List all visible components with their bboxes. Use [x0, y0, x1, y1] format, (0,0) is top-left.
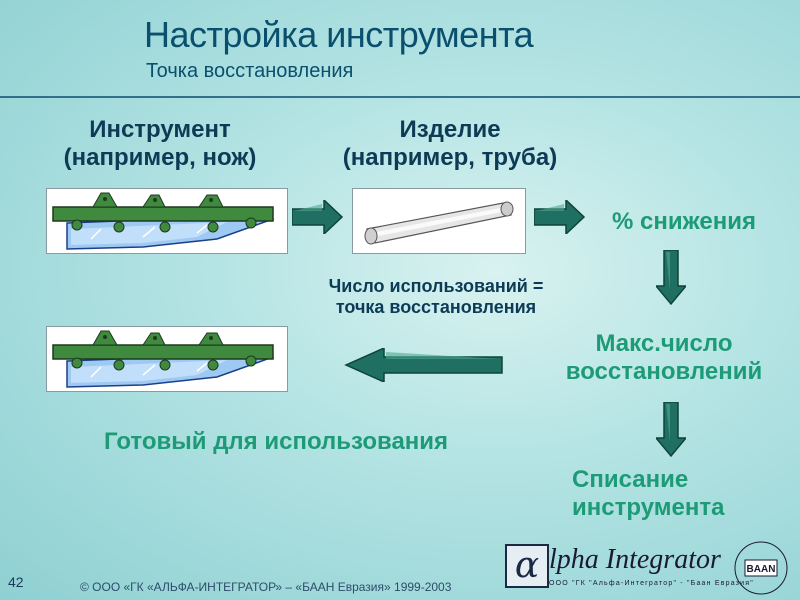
slide-subtitle: Точка восстановления: [146, 60, 354, 82]
tool-label: Инструмент (например, нож): [63, 116, 257, 172]
alpha-symbol-icon: α: [505, 544, 549, 588]
slide-title: Настройка инструмента: [144, 14, 534, 55]
ready-label: Готовый для использования: [103, 428, 449, 455]
baan-mark: BAAN: [747, 564, 776, 575]
product-label: Изделие (например, труба): [342, 116, 558, 172]
max-restore-label: Макс.число восстановлений: [565, 330, 763, 386]
arrow-left-icon: [344, 348, 503, 382]
arrow-right-icon: [292, 200, 344, 234]
writeoff-label: Списание инструмента: [572, 466, 725, 522]
arrow-right-icon: [534, 200, 586, 234]
alpha-integrator-logo: α lpha Integrator ООО "ГК "Альфа-Интегра…: [505, 540, 795, 598]
knife-image: [46, 326, 288, 392]
logo-name: lpha Integrator: [549, 544, 721, 575]
baan-logo-icon: BAAN: [734, 541, 788, 595]
reduction-label: % снижения: [612, 208, 756, 235]
arrow-down-icon: [656, 250, 686, 306]
usage-label: Число использований = точка восстановлен…: [328, 276, 544, 318]
knife-image: [46, 188, 288, 254]
page-number: 42: [8, 574, 24, 590]
arrow-down-icon: [656, 402, 686, 458]
logo-subtitle: ООО "ГК "Альфа-Интегратор" - "Баан Евраз…: [549, 580, 754, 587]
copyright-text: © ООО «ГК «АЛЬФА-ИНТЕГРАТОР» – «БААН Евр…: [80, 580, 452, 594]
pipe-image: [352, 188, 526, 254]
title-divider: [0, 96, 800, 98]
